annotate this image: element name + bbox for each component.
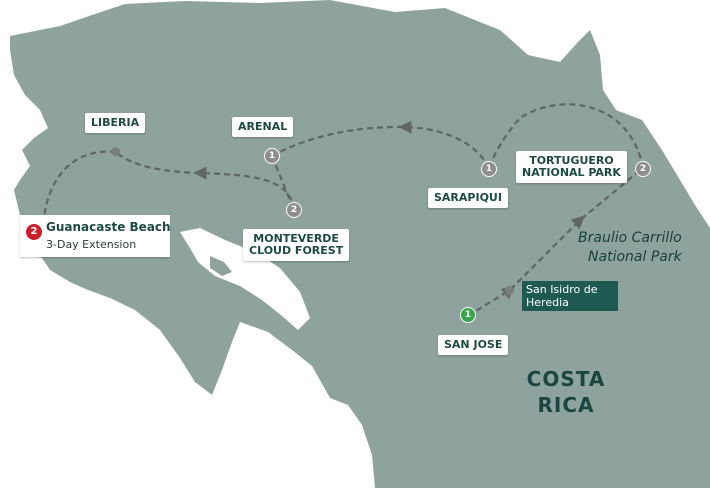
extension-marker: 2 xyxy=(26,224,42,240)
costa-rica-land xyxy=(10,0,710,488)
country-label: COSTA RICA xyxy=(526,367,606,417)
sarapiqui-marker: 1 xyxy=(481,161,497,177)
san-isidro-point xyxy=(505,286,514,295)
extension-subtitle: 3-Day Extension xyxy=(46,238,137,251)
sarapiqui-label: SARAPIQUI xyxy=(428,188,508,208)
arenal-marker: 1 xyxy=(264,148,280,164)
guanacaste-extension-box: 2 Guanacaste Beach 3-Day Extension xyxy=(20,215,171,257)
monteverde-marker: 2 xyxy=(286,202,302,218)
route-tortuguero-to-sarapiqui xyxy=(487,103,645,169)
san-isidro-label: San Isidro de Heredia xyxy=(522,281,618,311)
island xyxy=(210,256,232,276)
arenal-label: ARENAL xyxy=(232,117,294,137)
braulio-carrillo-park-label: Braulio Carrillo National Park xyxy=(578,230,682,265)
route-liberia-to-guanacaste xyxy=(42,150,117,219)
tortuguero-label: TORTUGUERO NATIONAL PARK xyxy=(516,151,627,183)
route-monteverde-to-liberia xyxy=(115,151,296,211)
extension-title: Guanacaste Beach xyxy=(46,220,171,234)
liberia-point xyxy=(111,147,120,156)
san-jose-marker: 1 xyxy=(460,307,476,323)
monteverde-label: MONTEVERDE CLOUD FOREST xyxy=(243,229,350,261)
tortuguero-marker: 2 xyxy=(635,161,651,177)
nicoya-gulf-water xyxy=(180,228,310,330)
san-jose-label: SAN JOSE xyxy=(438,335,509,355)
liberia-label: LIBERIA xyxy=(85,113,146,133)
route-san-jose-to-tortuguero xyxy=(467,167,644,317)
